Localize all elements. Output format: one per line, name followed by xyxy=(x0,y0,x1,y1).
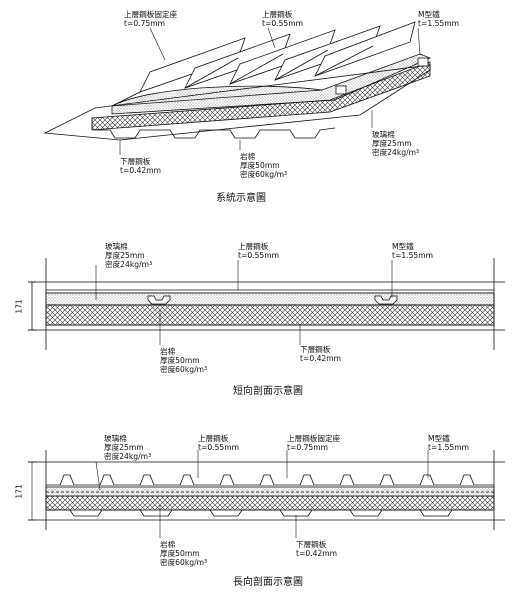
upper-rib xyxy=(339,474,355,486)
upper-rib xyxy=(219,474,235,486)
rock-wool-band xyxy=(45,495,495,511)
upper-rib xyxy=(459,474,475,486)
fig3-caption: 長向剖面示意圖 xyxy=(233,577,303,588)
upper-rib xyxy=(99,474,115,486)
glass-wool-top xyxy=(111,85,323,107)
fig2-dimension: 171 xyxy=(14,299,24,314)
upper-rib xyxy=(59,474,75,486)
fig1-caption: 系統示意圖 xyxy=(216,193,266,204)
figure3-section xyxy=(28,450,505,530)
upper-rib xyxy=(179,474,195,486)
upper-rib xyxy=(379,474,395,486)
upper-rib xyxy=(259,474,275,486)
m-bars xyxy=(147,295,398,305)
m-bar-blocks xyxy=(335,57,429,95)
upper-rib xyxy=(419,474,435,486)
lower-corrugation xyxy=(92,127,336,139)
upper-ribs xyxy=(139,21,416,93)
upper-rib xyxy=(139,474,155,486)
upper-rib xyxy=(299,474,315,486)
figure1-isometric xyxy=(43,21,432,141)
figure1-leaders xyxy=(119,27,421,155)
figure3-ribs xyxy=(59,474,475,486)
fig2-caption: 短向剖面示意圖 xyxy=(233,386,303,397)
fig3-dimension: 171 xyxy=(14,484,24,499)
figure2-section xyxy=(28,258,505,350)
lower-corrugation xyxy=(46,509,494,517)
glass-wool-band xyxy=(45,486,495,497)
glass-wool-band xyxy=(45,292,495,306)
rock-wool-band xyxy=(45,304,495,326)
figure2-leaders xyxy=(95,260,393,345)
figure3-leaders xyxy=(28,450,429,538)
